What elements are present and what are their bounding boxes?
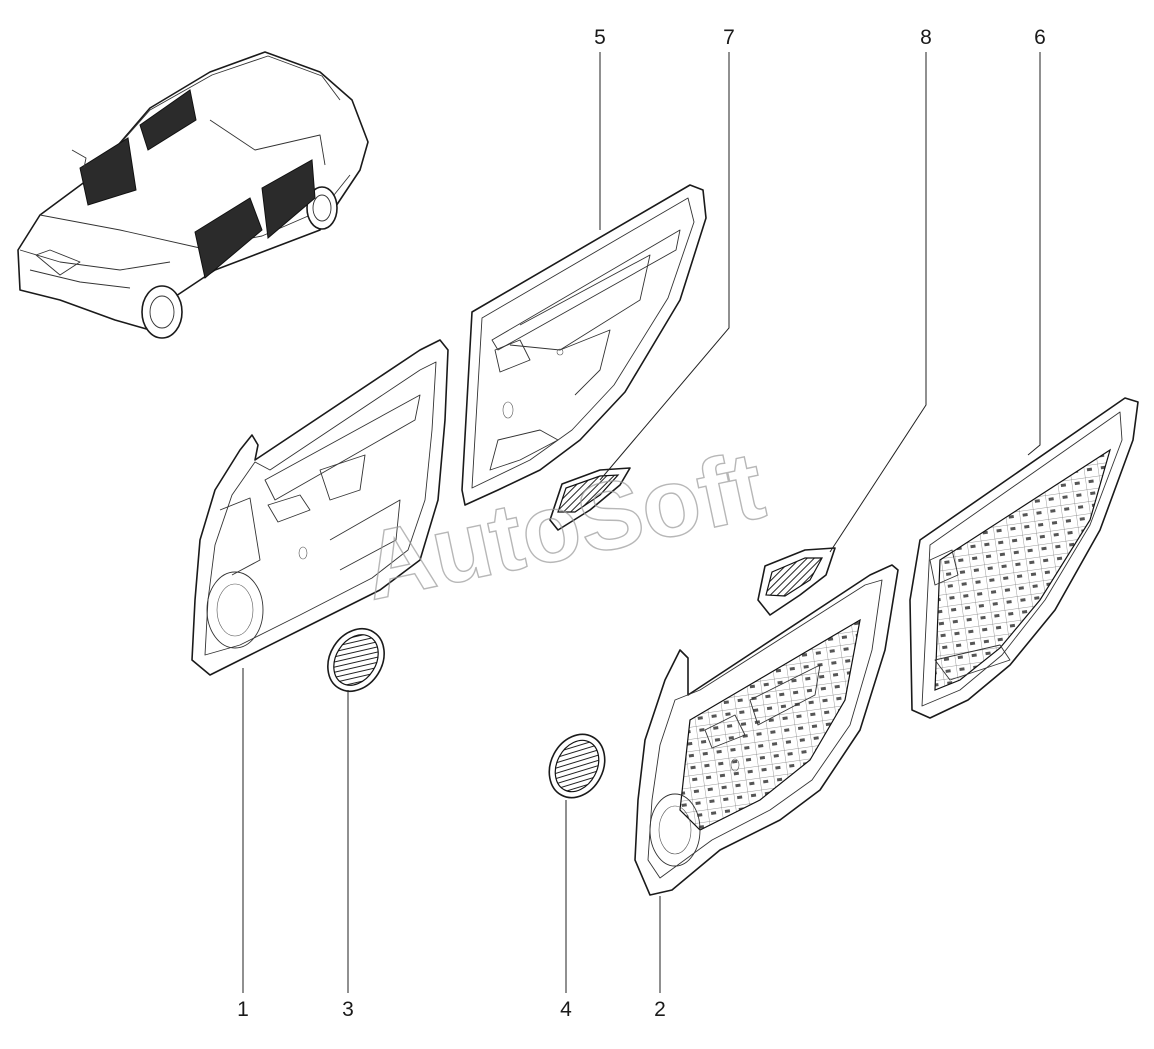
car-front-door-panel-mark	[194, 197, 263, 279]
leader-line-6	[1027, 52, 1041, 456]
part-3-speaker-grille-front	[327, 628, 385, 692]
part-2-front-door-trim-right	[634, 564, 899, 896]
leader-line-8	[829, 52, 927, 553]
callout-4: 4	[560, 998, 572, 1021]
car-rear-door-panel-mark	[261, 159, 316, 239]
car-opposite-rear-door-mark	[139, 89, 197, 151]
callout-2: 2	[654, 998, 666, 1021]
part-6-rear-door-trim-right	[909, 397, 1139, 719]
callout-3: 3	[342, 998, 354, 1021]
callout-8: 8	[920, 26, 932, 49]
car-opposite-front-door-mark	[79, 137, 137, 206]
part-5-rear-door-trim-left	[461, 184, 707, 506]
part-8-tweeter-grille-front	[757, 547, 836, 616]
callout-5: 5	[594, 26, 606, 49]
leader-lines	[242, 52, 1041, 993]
part-1-front-door-trim-left	[191, 339, 449, 676]
callout-7: 7	[723, 26, 735, 49]
part-4-speaker-grille-rear	[548, 733, 606, 799]
leader-line-7	[599, 52, 730, 481]
part-7-tweeter-grille-rear	[549, 467, 631, 531]
car-overview-illustration	[17, 51, 369, 339]
callout-1: 1	[237, 998, 249, 1021]
callout-labels: 1 2 3 4 5 6 7 8	[237, 26, 1046, 1021]
callout-6: 6	[1034, 26, 1046, 49]
